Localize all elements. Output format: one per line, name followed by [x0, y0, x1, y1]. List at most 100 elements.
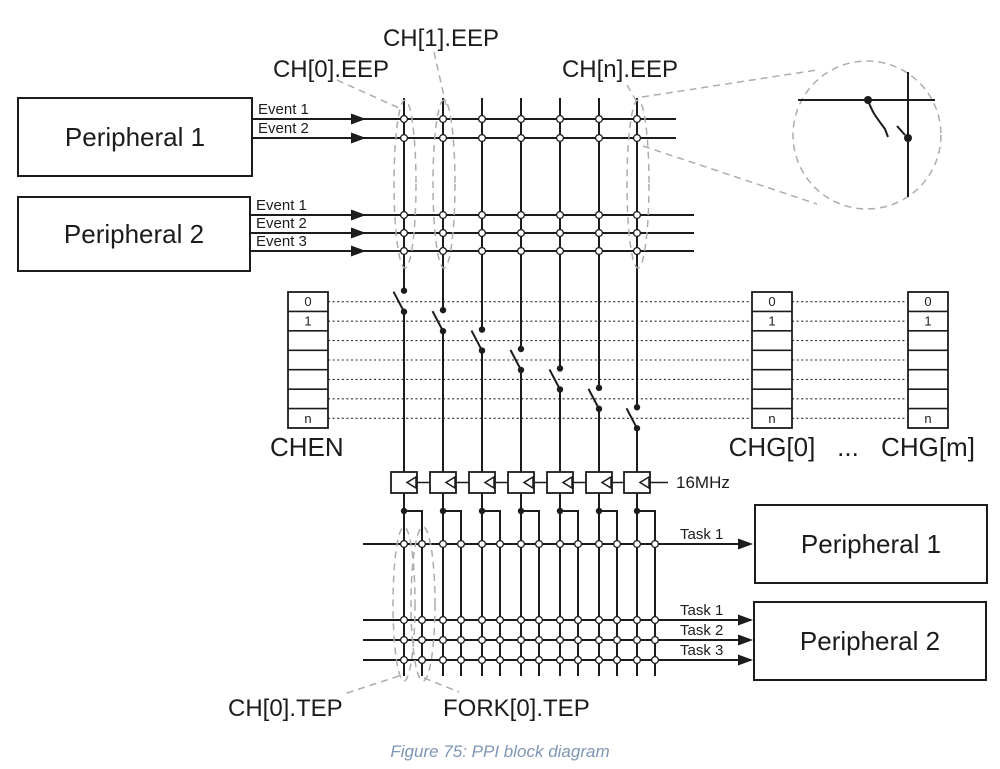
chen-switch-arm	[392, 291, 405, 313]
task-label: Task 1	[680, 602, 723, 619]
event-crosspoint-node	[555, 210, 565, 220]
event-label: Event 1	[256, 197, 307, 214]
task-crosspoint-node	[516, 635, 526, 645]
fork0-tep-label: FORK[0].TEP	[443, 695, 590, 722]
task-crosspoint-node	[438, 635, 448, 645]
flipflop-clock-triangle	[444, 475, 456, 490]
task-crosspoint-node	[417, 539, 427, 549]
task-crosspoint-node	[516, 539, 526, 549]
peripheral-label: Peripheral 1	[65, 122, 205, 152]
zoom-tangent-upper	[641, 69, 818, 98]
event-crosspoint-node	[555, 114, 565, 124]
task-crosspoint-node	[534, 655, 544, 665]
flipflop-clock-triangle	[600, 475, 612, 490]
event-crosspoint-node	[594, 210, 604, 220]
task-crosspoint-node	[495, 635, 505, 645]
arrowhead	[351, 209, 366, 221]
arrowhead	[351, 227, 366, 239]
task-crosspoint-node	[555, 539, 565, 549]
event-crosspoint-node	[632, 133, 642, 143]
task-crosspoint-node	[477, 655, 487, 665]
task-crosspoint-node	[555, 615, 565, 625]
chen-switch-dot	[478, 347, 486, 354]
chg0-cell-label: n	[768, 411, 775, 426]
arrowhead	[738, 634, 753, 646]
event-crosspoint-node	[516, 133, 526, 143]
task-crosspoint-node	[650, 539, 660, 549]
chen-switch-dot	[633, 404, 641, 411]
peripheral-box	[17, 97, 253, 177]
task-crosspoint-node	[555, 655, 565, 665]
task-crosspoint-node	[534, 615, 544, 625]
event-crosspoint-node	[555, 228, 565, 238]
task-crosspoint-node	[495, 539, 505, 549]
chg0-cell-label: 0	[768, 294, 775, 309]
task-crosspoint-node	[456, 539, 466, 549]
peripheral-box	[753, 601, 987, 681]
chen-switch-arm	[625, 407, 638, 429]
task-crosspoint-node	[632, 655, 642, 665]
chn-eep-leader-line	[626, 84, 638, 103]
chen-switch-dot	[595, 405, 603, 413]
chen-switch-arm	[548, 368, 561, 390]
arrowhead	[351, 245, 366, 257]
ch0-eep-label: CH[0].EEP	[273, 56, 389, 83]
task-crosspoint-node	[632, 635, 642, 645]
flipflop-clock-triangle	[483, 475, 495, 490]
task-crosspoint-node	[650, 615, 660, 625]
chen-register-label: CHEN	[270, 432, 344, 462]
task-crosspoint-node	[594, 539, 604, 549]
fork-channel-line	[599, 510, 618, 676]
task-crosspoint-node	[516, 615, 526, 625]
event-crosspoint-node	[516, 246, 526, 256]
event-crosspoint-node	[438, 228, 448, 238]
ch0-tep-label: CH[0].TEP	[228, 695, 343, 722]
chen-switch-arm	[509, 349, 522, 371]
event-crosspoint-node	[477, 228, 487, 238]
event-crosspoint-node	[632, 210, 642, 220]
chg0-register-block	[751, 291, 793, 429]
crosspoint-zoom-detail	[641, 60, 942, 210]
chn-channel-ellipse	[626, 99, 650, 269]
task-crosspoint-node	[417, 635, 427, 645]
chen-switch-dot	[439, 306, 447, 314]
peripheral-label: Peripheral 2	[800, 626, 940, 656]
ch1-eep-leader-line	[433, 51, 447, 106]
task-crosspoint-node	[438, 615, 448, 625]
event-crosspoint-node	[594, 246, 604, 256]
chen-register-block	[287, 291, 329, 429]
chen-switch-dot	[517, 345, 525, 353]
task-crosspoint-node	[650, 655, 660, 665]
chn-eep-label: CH[n].EEP	[562, 56, 678, 83]
task-crosspoint-node	[612, 615, 622, 625]
event-crosspoint-node	[477, 210, 487, 220]
chgm-register-label: CHG[m]	[881, 432, 975, 462]
event-label: Event 3	[256, 233, 307, 250]
task-crosspoint-node	[573, 635, 583, 645]
event-crosspoint-node	[399, 210, 409, 220]
event-label: Event 2	[256, 215, 307, 232]
event-crosspoint-node	[399, 114, 409, 124]
event-crosspoint-node	[516, 210, 526, 220]
task-crosspoint-node	[650, 635, 660, 645]
chen-switch-dot	[595, 384, 603, 392]
task-crosspoint-node	[534, 539, 544, 549]
event-crosspoint-node	[399, 246, 409, 256]
chen-switch-dot	[478, 326, 486, 333]
event-crosspoint-node	[438, 114, 448, 124]
ch0-channel-ellipse	[393, 99, 417, 269]
event-crosspoint-node	[477, 114, 487, 124]
chgm-cell-label: n	[924, 411, 931, 426]
event-crosspoint-node	[555, 246, 565, 256]
event-crosspoint-node	[477, 133, 487, 143]
task-crosspoint-node	[632, 615, 642, 625]
ch1-eep-label: CH[1].EEP	[383, 25, 499, 52]
arrowhead	[738, 614, 753, 626]
fork0-tep-leader-line	[423, 677, 460, 693]
event-crosspoint-node	[477, 246, 487, 256]
chen-cell-label: n	[304, 411, 311, 426]
chgm-register-block	[907, 291, 949, 429]
task-crosspoint-node	[438, 539, 448, 549]
